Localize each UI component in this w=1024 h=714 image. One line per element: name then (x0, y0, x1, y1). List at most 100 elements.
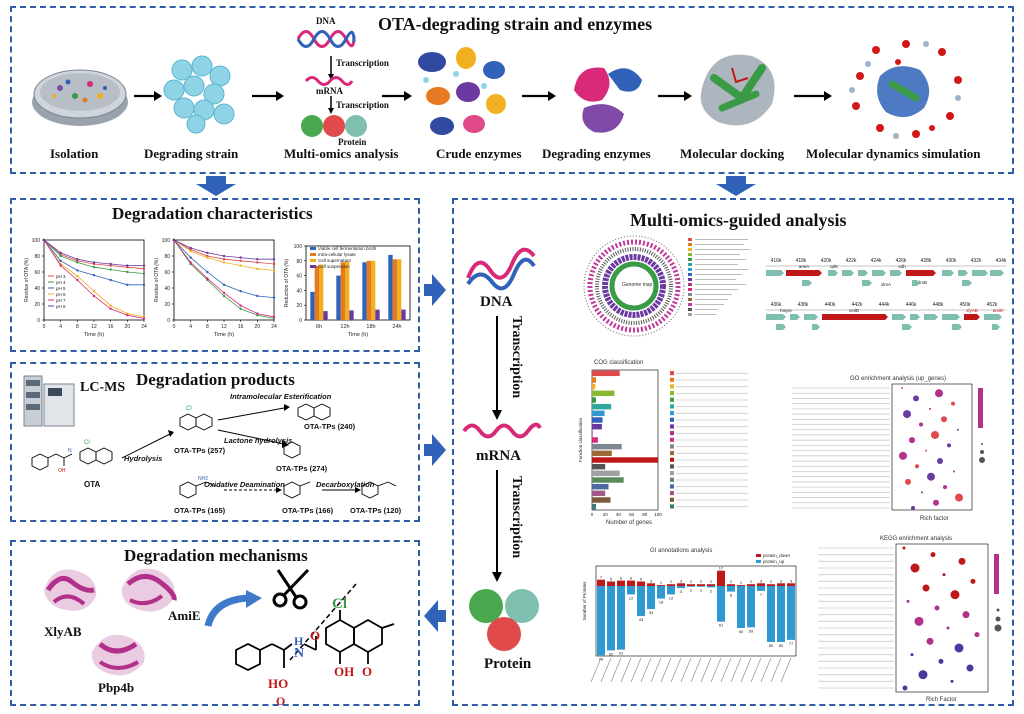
gi-up-bar (747, 586, 755, 628)
y-tick-label: 100 (32, 238, 41, 244)
coord-label: 420k (821, 258, 832, 264)
gi-down-value: 3 (790, 578, 793, 583)
cog-title: COG classification (594, 360, 644, 366)
go-dot (929, 407, 931, 410)
size-legend-dot (995, 616, 1001, 622)
category-label-placeholder (760, 657, 772, 683)
svg-text:NH2: NH2 (198, 476, 208, 482)
gene-name-label: cmlD (849, 308, 860, 313)
products-reaction-scheme: Cl N OH Cl NH2 (31, 403, 397, 499)
kegg-dot (910, 653, 914, 657)
kegg-dot (942, 573, 946, 577)
gi-up-bar (667, 586, 675, 595)
gene-arrow (804, 314, 818, 320)
y-tick-label: 80 (34, 254, 40, 260)
cog-legend-swatch (670, 451, 674, 456)
plot-frame (305, 245, 411, 321)
legend-label: protein_down (763, 553, 791, 558)
mech-cl-label: Cl (332, 596, 347, 612)
data-point (142, 272, 146, 275)
multi-protein-label: Protein (484, 656, 532, 672)
gi-up-value: 8 (730, 593, 733, 598)
multi-transcription-2: Transcription (509, 476, 524, 559)
cog-legend-swatch (670, 477, 674, 482)
gi-down-value: 17 (719, 566, 724, 571)
data-point (142, 283, 146, 286)
gi-down-value: 5 (640, 577, 643, 582)
bar (371, 260, 376, 320)
coord-label: 438k (798, 302, 809, 308)
mech-ho-label: HO (268, 676, 289, 691)
mechanisms-title: Degradation mechanisms (124, 546, 308, 565)
gene-name-label: amiA (799, 264, 809, 269)
legend-label: protein_up (763, 559, 785, 564)
x-category-label: 24h (392, 324, 401, 330)
tp-274: OTA-TPs (274) (276, 464, 328, 473)
mrna-strand-icon (304, 76, 354, 86)
kegg-dot (970, 578, 976, 584)
bar (345, 261, 350, 320)
x-tick-label: 12 (91, 324, 97, 330)
ota-label: OTA (84, 480, 101, 489)
lc-ms-label: LC-MS (80, 380, 126, 395)
x-tick-label: 4 (189, 324, 192, 330)
cog-bar (592, 403, 612, 410)
bar (319, 264, 324, 320)
molecular-docking-illustration (700, 54, 775, 126)
gi-down-bar (727, 584, 735, 586)
multi-transcription-1: Transcription (509, 316, 524, 399)
x-tick-label: 0 (591, 512, 594, 517)
gi-up-bar (737, 586, 745, 628)
category-label-placeholder (660, 657, 672, 683)
gene-arrow (858, 270, 868, 276)
genome-center-label: Genome map (622, 282, 653, 288)
gi-up-value: 3 (680, 589, 683, 594)
gi-up-bar (617, 586, 625, 650)
go-dot (953, 470, 955, 473)
bar (362, 262, 367, 320)
cog-legend-swatch (670, 424, 674, 429)
legend-label: pH 5 (56, 286, 66, 291)
legend-swatch (310, 253, 316, 256)
legend-swatch (756, 554, 761, 557)
strain-cells-illustration (163, 55, 235, 134)
mechanisms-panel (10, 540, 420, 706)
coord-label: 440k (825, 302, 836, 308)
gi-up-value: 92 (609, 651, 614, 656)
kegg-dot (902, 546, 906, 550)
kegg-dot (914, 616, 924, 626)
x-category-label: 6h (316, 324, 322, 330)
gi-down-value: 6 (630, 576, 633, 581)
coord-label: 446k (906, 302, 917, 308)
xlyab-structure-icon (44, 569, 97, 611)
category-label-placeholder (700, 657, 712, 683)
tp-120: OTA-TPs (120) (350, 506, 402, 515)
series-line (43, 239, 145, 270)
genome-circle-map (583, 235, 685, 337)
gene-arrow (822, 314, 888, 320)
multi-protein-icon (469, 589, 539, 651)
tp-166: OTA-TPs (166) (282, 506, 334, 515)
mech-oh-label: OH (334, 664, 355, 679)
cog-legend-swatch (670, 484, 674, 489)
gi-down-value: 2 (730, 579, 733, 584)
kegg-dot (922, 584, 930, 592)
enzyme-amie: AmiE (168, 608, 201, 623)
gi-down-bar (667, 584, 675, 586)
go-dot (899, 451, 907, 460)
gi-down-value: 1 (740, 580, 743, 585)
cog-bar (592, 430, 593, 437)
x-tick-label: 20 (603, 512, 609, 517)
gi-up-bar (647, 586, 655, 610)
gene-arrow (862, 280, 872, 286)
gene-arrow (766, 270, 784, 276)
gi-up-bar (767, 586, 775, 642)
cog-bar (592, 370, 620, 377)
cog-bar (592, 417, 603, 423)
gi-down-bar (687, 584, 695, 586)
kegg-title: KEGG enrichment analysis (880, 536, 953, 542)
scissors-icon (272, 568, 310, 610)
plot-frame (173, 239, 275, 321)
gene-arrow (802, 280, 812, 286)
